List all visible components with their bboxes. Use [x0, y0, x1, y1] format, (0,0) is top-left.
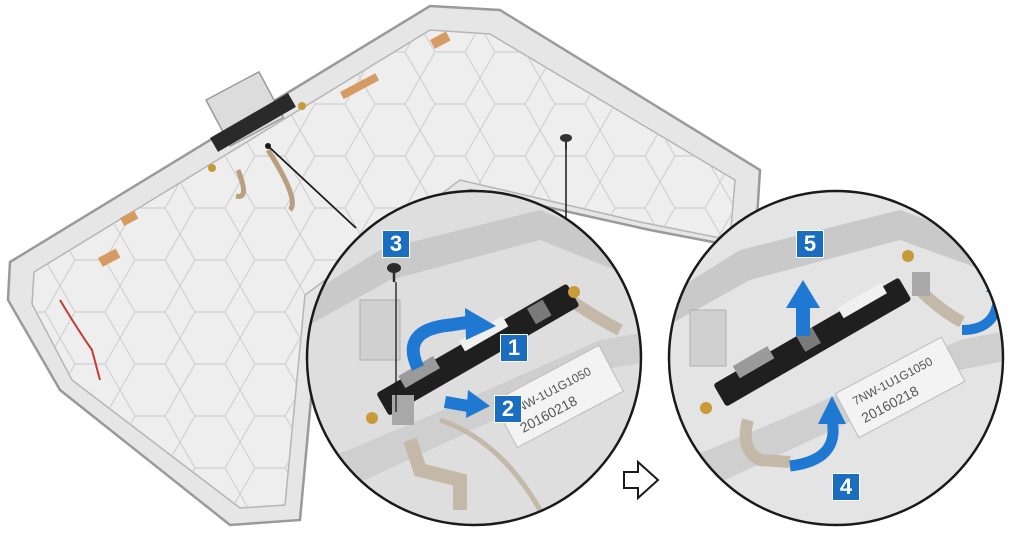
lift-arrow-icon	[786, 280, 820, 336]
chassis-background	[6, 4, 762, 527]
curved-arrow-icon	[406, 308, 496, 371]
callout-right: 7NW-1U1G1050 20160218	[667, 189, 1005, 527]
outline-right-arrow-icon	[623, 459, 660, 501]
step-badge-1: 1	[500, 334, 528, 362]
callout-left: 7NW-1U1G1050 20160218	[305, 189, 643, 527]
step-badge-2: 2	[494, 395, 522, 423]
step-badge-4: 4	[832, 473, 860, 501]
step-badge-3: 3	[382, 230, 410, 258]
screw-icon	[387, 263, 401, 282]
slide-arrow-icon	[443, 390, 490, 418]
screw-icon	[560, 134, 572, 150]
step-badge-5: 5	[796, 230, 824, 258]
curved-arrow-icon	[789, 396, 846, 472]
